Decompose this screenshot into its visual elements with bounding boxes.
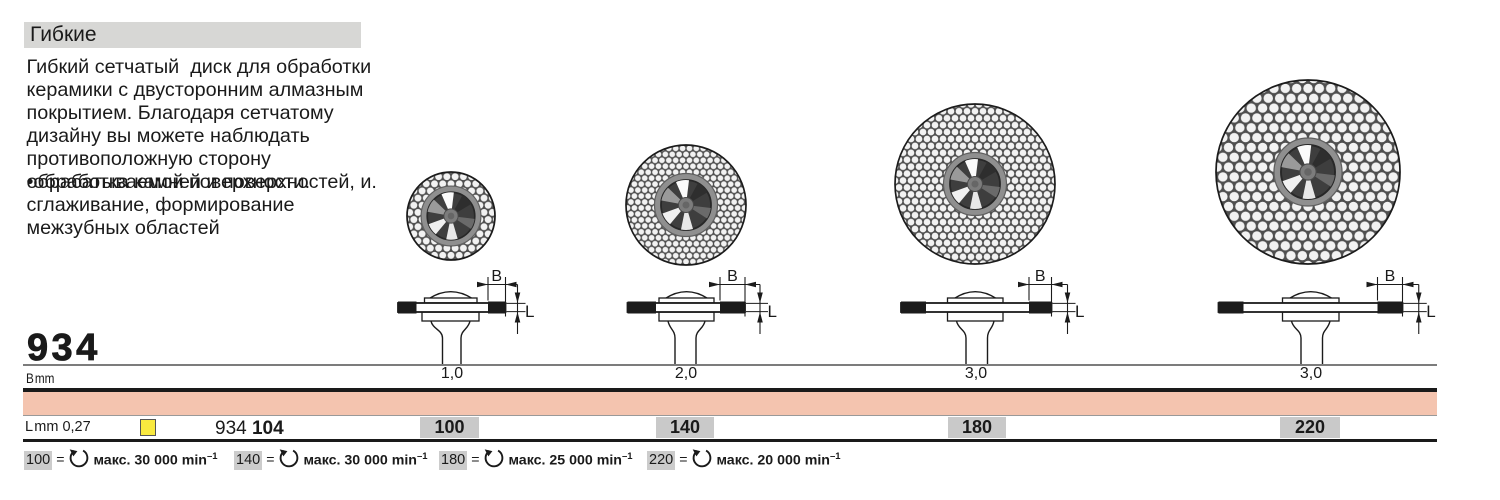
svg-text:B: B	[1385, 268, 1396, 285]
svg-text:L: L	[1426, 302, 1435, 321]
svg-text:B: B	[491, 268, 502, 285]
svg-text:L: L	[525, 302, 534, 321]
svg-text:B: B	[1035, 268, 1046, 285]
svg-text:L: L	[1075, 302, 1084, 321]
svg-text:B: B	[727, 268, 738, 285]
svg-text:L: L	[768, 302, 777, 321]
